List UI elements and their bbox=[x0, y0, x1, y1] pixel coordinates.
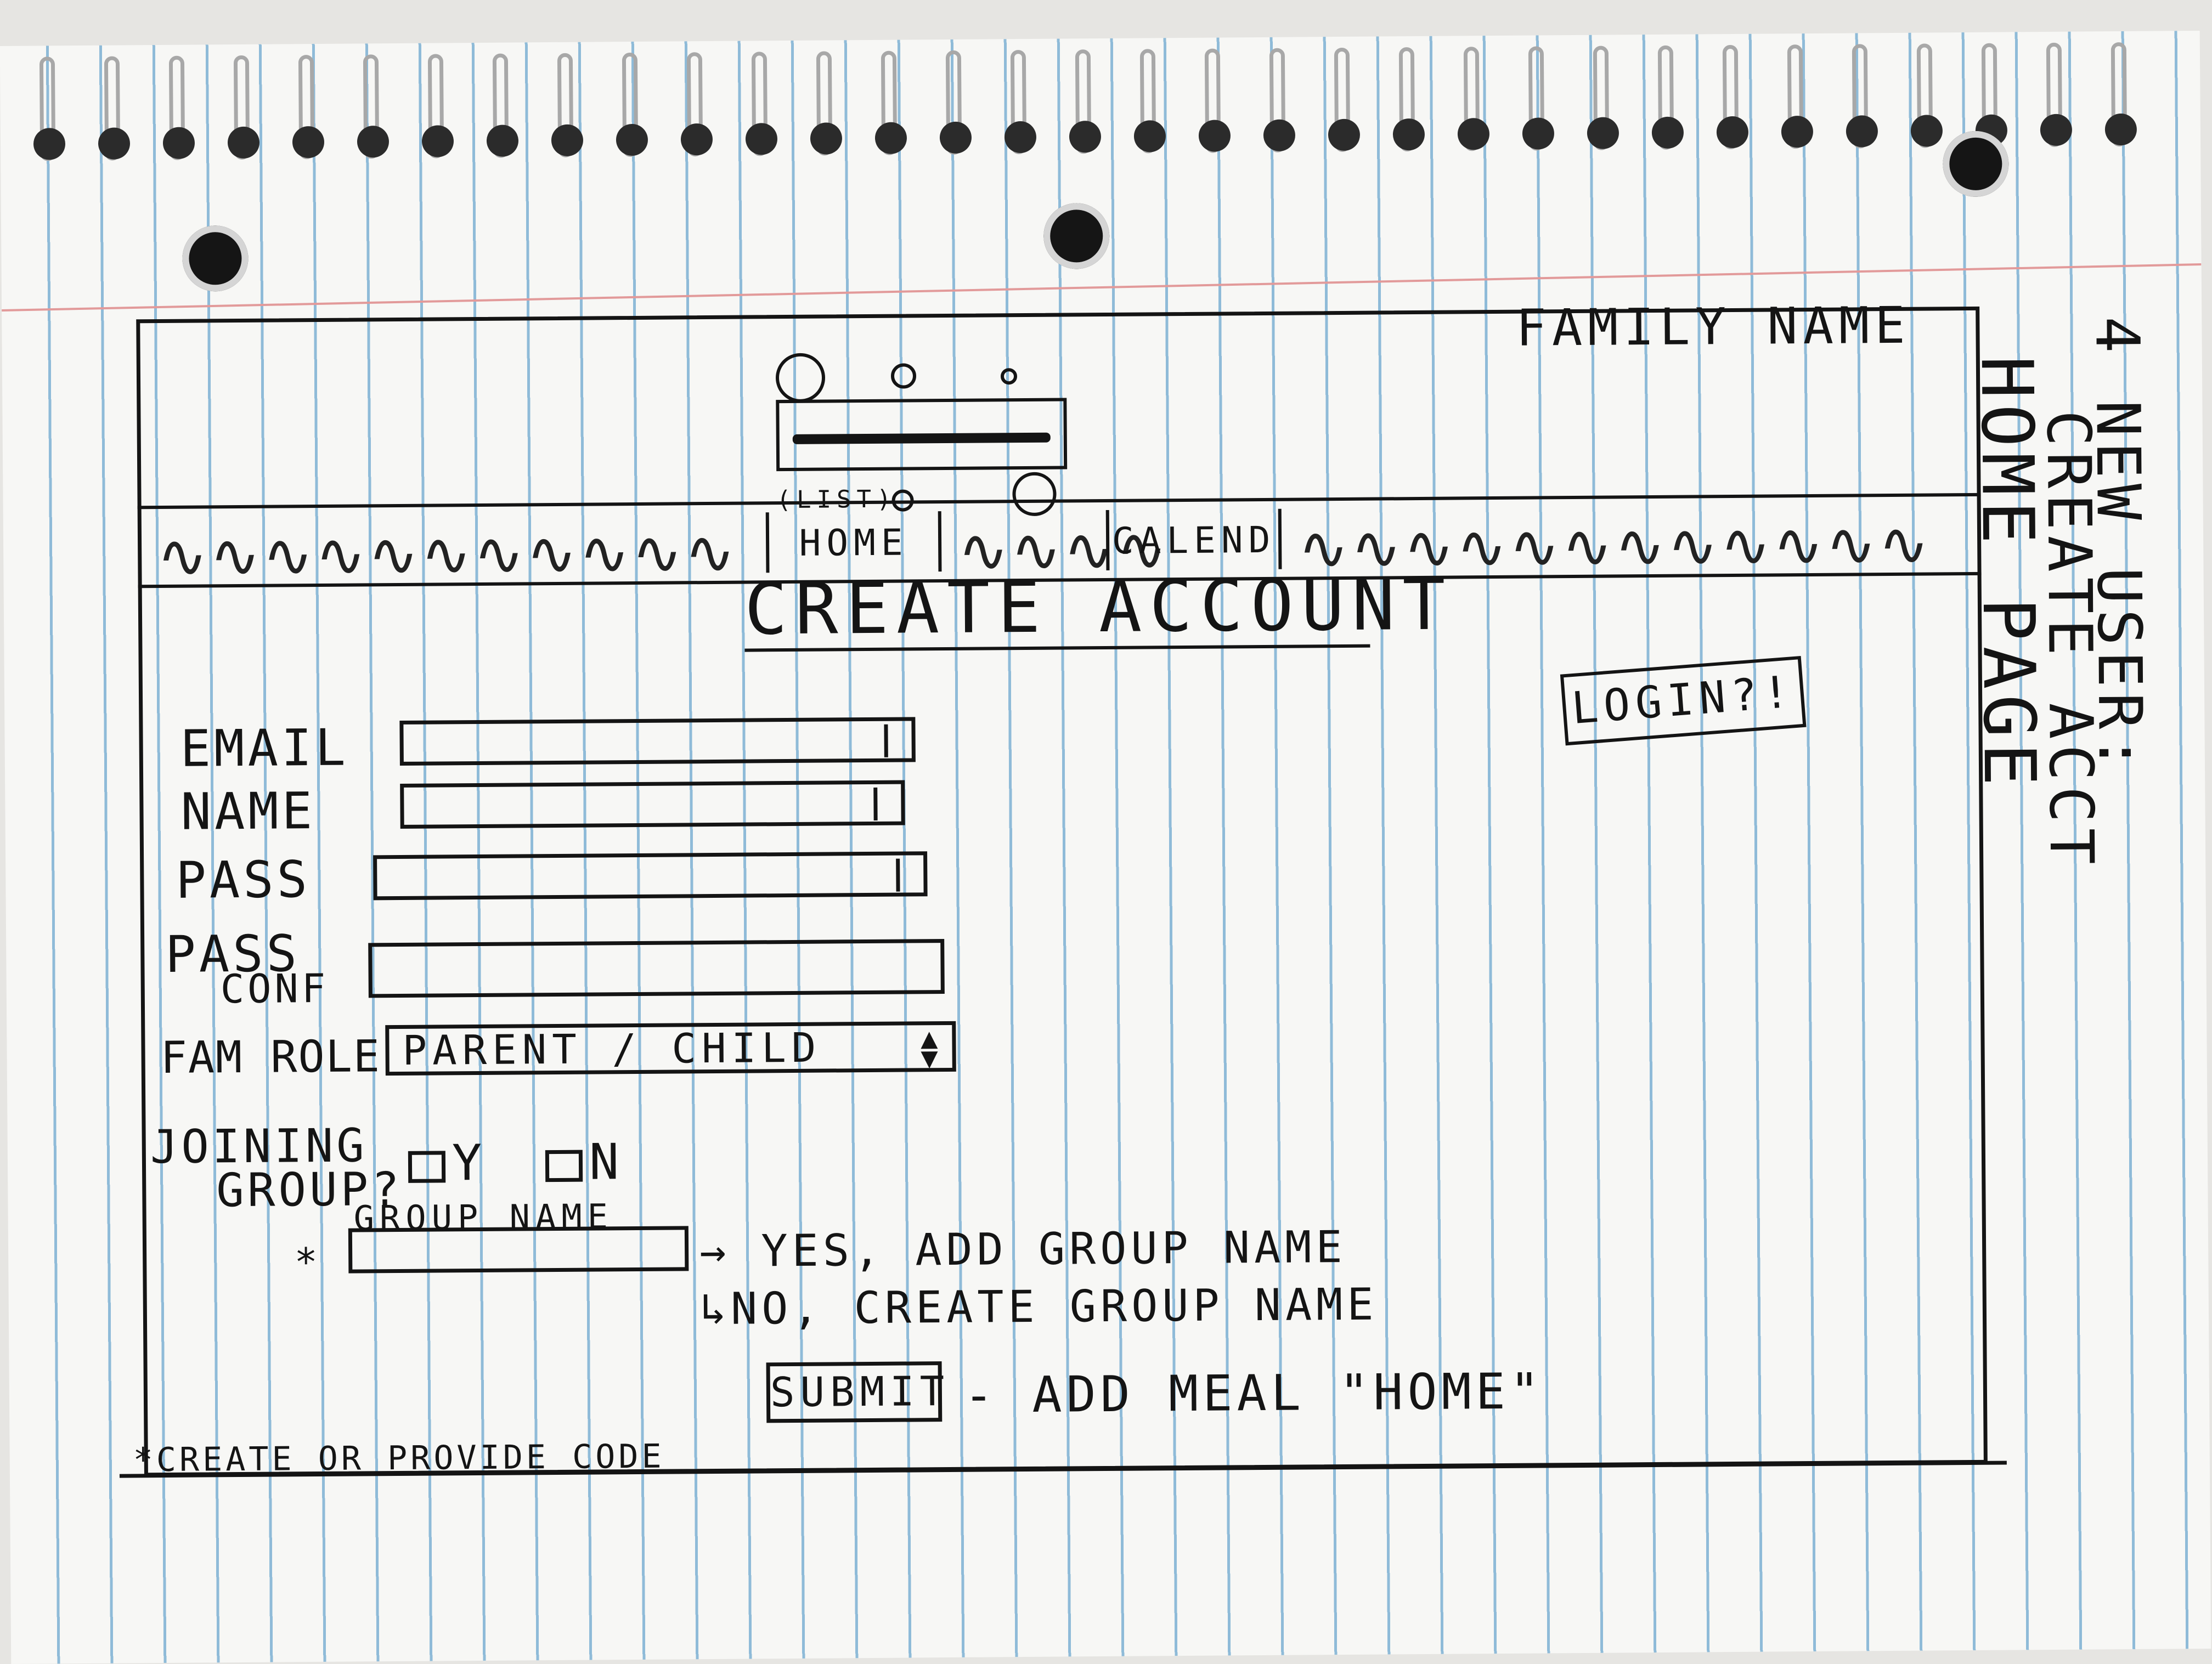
password-field[interactable] bbox=[373, 851, 928, 901]
spiral-hole bbox=[616, 123, 648, 156]
nav-tab-home[interactable]: HOME bbox=[765, 511, 942, 573]
notebook-paper: FAMILY NAME ∿∿∿∿∿∿∿∿∿∿∿ (LIST) HOME ∿∿∿∿… bbox=[0, 31, 2211, 1664]
nav-placeholder: ∿∿∿∿∿∿∿∿∿∿∿∿ bbox=[1297, 508, 1932, 584]
logo-circle-icon bbox=[775, 353, 826, 403]
spiral-hole bbox=[745, 123, 778, 155]
spiral-hole bbox=[551, 124, 584, 157]
family-role-label: FAM ROLE bbox=[160, 1031, 381, 1084]
family-role-value: PARENT / CHILD bbox=[402, 1024, 822, 1074]
spiral-hole bbox=[1328, 118, 1361, 151]
spiral-hole bbox=[1522, 117, 1555, 150]
logo-circle-icon bbox=[890, 363, 917, 389]
spiral-hole bbox=[1392, 118, 1425, 151]
spiral-hole bbox=[680, 123, 713, 156]
spiral-hole bbox=[292, 126, 325, 159]
spiral-hole bbox=[1069, 121, 1102, 153]
nav-tab-calendar-label: CALEND bbox=[1111, 518, 1276, 562]
spiral-hole bbox=[1457, 118, 1490, 150]
password-label: PASS bbox=[176, 850, 311, 910]
spiral-hole bbox=[1263, 119, 1296, 151]
spiral-hole bbox=[357, 126, 390, 158]
spiral-binding bbox=[22, 31, 2196, 178]
family-name: FAMILY NAME bbox=[1516, 296, 1911, 358]
spiral-hole bbox=[227, 126, 260, 159]
group-no-note: ↳NO, CREATE GROUP NAME bbox=[699, 1278, 1378, 1335]
spiral-hole bbox=[2040, 114, 2073, 146]
nav-home-sublabel: (LIST) bbox=[776, 485, 897, 514]
punch-hole bbox=[1043, 202, 1110, 269]
email-field[interactable] bbox=[399, 717, 916, 766]
nav-tab-calendar[interactable]: CALEND bbox=[1105, 508, 1282, 570]
spiral-hole bbox=[1004, 121, 1037, 154]
spiral-hole bbox=[1198, 120, 1231, 152]
side-note: HOME PAGE bbox=[1965, 355, 2052, 792]
spiral-hole bbox=[486, 124, 519, 157]
joining-yes-label: Y bbox=[452, 1134, 488, 1192]
spiral-hole bbox=[939, 121, 972, 154]
family-role-select[interactable]: PARENT / CHILD ▲▼ bbox=[385, 1021, 956, 1076]
joining-yes-checkbox[interactable] bbox=[408, 1151, 446, 1183]
logo-circle-icon bbox=[1000, 368, 1018, 385]
spiral-hole bbox=[1781, 115, 1814, 148]
group-yes-note: → YES, ADD GROUP NAME bbox=[699, 1221, 1347, 1277]
spiral-hole bbox=[1133, 120, 1166, 152]
spiral-hole bbox=[1651, 116, 1684, 149]
joining-no-label: N bbox=[589, 1133, 625, 1191]
group-name-asterisk: * bbox=[296, 1239, 316, 1285]
name-field[interactable] bbox=[400, 780, 905, 829]
submit-note: - ADD MEAL "HOME" bbox=[963, 1362, 1544, 1424]
spiral-hole bbox=[1716, 116, 1749, 149]
spiral-hole bbox=[874, 122, 907, 154]
nav-tab-home-label: HOME bbox=[799, 521, 909, 564]
spiral-hole bbox=[98, 127, 131, 160]
submit-button[interactable]: SUBMIT bbox=[766, 1361, 950, 1423]
spiral-hole bbox=[2104, 113, 2137, 146]
spiral-hole bbox=[1910, 115, 1943, 147]
spiral-hole bbox=[33, 128, 66, 160]
spiral-hole bbox=[1587, 117, 1620, 149]
spiral-hole bbox=[421, 125, 454, 157]
select-arrows-icon: ▲▼ bbox=[920, 1022, 944, 1075]
joining-no-checkbox[interactable] bbox=[545, 1150, 583, 1182]
password-confirm-field[interactable] bbox=[368, 939, 945, 998]
punch-hole bbox=[1942, 131, 2009, 197]
logo-banner-line bbox=[792, 432, 1051, 444]
spiral-hole bbox=[1846, 115, 1878, 148]
spiral-hole bbox=[810, 122, 843, 155]
group-name-field[interactable] bbox=[348, 1226, 689, 1274]
punch-hole bbox=[182, 225, 249, 292]
email-label: EMAIL bbox=[180, 718, 349, 778]
spiral-hole bbox=[162, 127, 195, 159]
name-label: NAME bbox=[180, 782, 316, 841]
page-title: CREATE ACCOUNT bbox=[744, 562, 1454, 651]
password-confirm-label: CONF bbox=[220, 965, 329, 1012]
nav-placeholder: ∿∿∿∿∿∿∿∿∿∿∿ bbox=[156, 517, 738, 592]
